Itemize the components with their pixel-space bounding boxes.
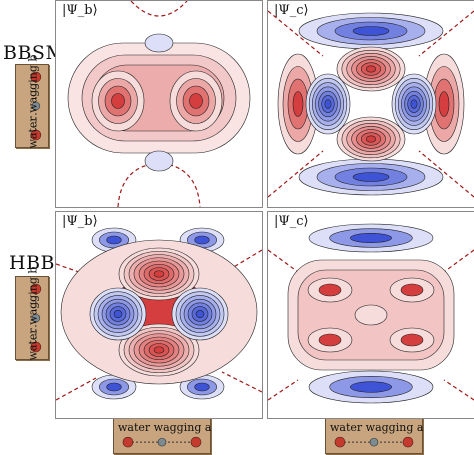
node-line	[56, 377, 97, 401]
contour-level	[111, 93, 125, 109]
node-line	[268, 10, 324, 57]
contour-plot-hbb-psi-b	[56, 227, 262, 401]
oxygen-atom	[122, 436, 134, 448]
oxygen-atom	[190, 436, 202, 448]
node-line	[443, 249, 474, 273]
oxygen-atom	[334, 436, 346, 448]
oxygen-atom	[30, 129, 42, 141]
central-atom	[31, 313, 41, 323]
axis-label-wagging-a-left: water wagging a	[118, 421, 212, 434]
axis-box-wagging-a-right: water wagging a	[325, 418, 423, 454]
central-atom	[369, 437, 379, 447]
contour-level	[318, 333, 342, 347]
node-line	[268, 150, 324, 198]
contour-plot-hbb-psi-c	[268, 223, 474, 404]
contour-level	[365, 135, 377, 143]
contour-plot-bbsm-psi-c	[268, 10, 474, 198]
central-atom	[31, 101, 41, 111]
contour-level	[438, 91, 450, 117]
contour-level	[194, 235, 210, 245]
axis-label-wagging-b-top: water wagging b	[26, 54, 40, 149]
node-line	[130, 1, 188, 17]
contour-level	[400, 333, 424, 347]
axis-box-wagging-b-bottom: water wagging b	[15, 266, 49, 361]
panel-title: |Ψ_c⟩	[274, 214, 309, 229]
contour-level	[354, 304, 388, 326]
contour-level	[153, 270, 165, 278]
panel-title: |Ψ_c⟩	[274, 3, 309, 18]
contour-level	[318, 283, 342, 297]
oxygen-atom	[30, 341, 42, 353]
oxygen-atom	[402, 436, 414, 448]
contour-level	[106, 235, 122, 245]
contour-level	[106, 382, 122, 392]
contour-plot-bbsm-psi-b	[67, 1, 251, 207]
oxygen-atom	[30, 71, 42, 83]
contour-level	[400, 283, 424, 297]
panel-hbb-psi-b: |Ψ_b⟩	[55, 211, 263, 419]
contour-level	[350, 233, 392, 243]
contour-level	[153, 346, 165, 354]
node-line	[418, 10, 474, 57]
node-line	[418, 150, 474, 198]
panel-bbsm-psi-b: |Ψ_b⟩	[55, 0, 263, 208]
central-atom	[157, 437, 167, 447]
contour-level	[350, 381, 392, 393]
contour-level	[324, 99, 332, 109]
water-molecule-icon	[30, 283, 42, 353]
contour-level	[292, 91, 304, 117]
axis-box-wagging-b-top: water wagging b	[15, 54, 49, 149]
water-molecule-icon	[334, 436, 414, 448]
contour-level	[352, 172, 390, 182]
contour-level	[352, 26, 390, 36]
axis-box-wagging-a-left: water wagging a	[113, 418, 211, 454]
panel-title: |Ψ_b⟩	[62, 214, 98, 229]
contour-level	[410, 99, 418, 109]
node-line	[268, 379, 299, 401]
oxygen-atom	[30, 283, 42, 295]
water-molecule-icon	[122, 436, 202, 448]
node-line	[268, 249, 299, 273]
contour-level	[113, 309, 123, 319]
axis-label-wagging-b-bottom: water wagging b	[26, 266, 40, 361]
row-label-bbsm: BBSM	[3, 42, 66, 64]
node-line	[443, 379, 474, 401]
contour-level	[144, 33, 174, 53]
node-line	[221, 371, 262, 393]
row-label-hbb: HBB	[9, 252, 55, 274]
water-molecule-icon	[30, 71, 42, 141]
contour-level	[194, 382, 210, 392]
contour-level	[365, 65, 377, 73]
panel-hbb-psi-c: |Ψ_c⟩	[267, 211, 474, 419]
axis-label-wagging-a-right: water wagging a	[330, 421, 424, 434]
panel-title: |Ψ_b⟩	[62, 3, 98, 18]
contour-level	[144, 150, 174, 172]
contour-level	[195, 309, 205, 319]
panel-bbsm-psi-c: |Ψ_c⟩	[267, 0, 474, 208]
contour-level	[189, 93, 203, 109]
